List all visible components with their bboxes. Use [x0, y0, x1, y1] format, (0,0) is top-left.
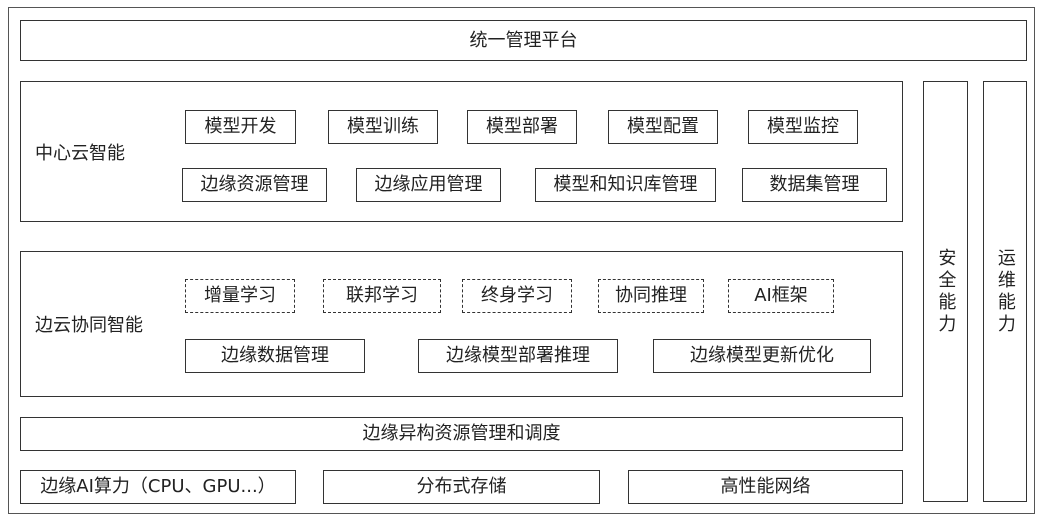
edge-cloud-item-edge-model-deployment-inference: 边缘模型部署推理 — [418, 339, 618, 373]
unified-management-platform-label: 统一管理平台 — [469, 29, 578, 51]
distributed-storage-box: 分布式存储 — [323, 470, 600, 504]
operations-capability-label: 运维能力 — [994, 247, 1016, 336]
edge-cloud-item-label: 联邦学习 — [346, 285, 418, 306]
security-capability-label: 安全能力 — [935, 247, 957, 336]
edge-cloud-collaboration-panel: 边云协同智能 增量学习 联邦学习 终身学习 协同推理 AI框架 边缘数据管理 边… — [20, 251, 903, 397]
center-cloud-item-label: 模型部署 — [486, 116, 558, 137]
center-cloud-item-label: 边缘应用管理 — [374, 174, 483, 195]
edge-cloud-item-label: 终身学习 — [481, 285, 553, 306]
edge-cloud-item-collaborative-inference: 协同推理 — [598, 279, 704, 313]
edge-cloud-title: 边云协同智能 — [35, 315, 143, 336]
edge-cloud-item-incremental-learning: 增量学习 — [185, 279, 295, 313]
center-cloud-item-label: 模型训练 — [347, 116, 419, 137]
center-cloud-item-dataset-management: 数据集管理 — [742, 168, 887, 202]
edge-cloud-item-label: 协同推理 — [615, 285, 687, 306]
center-cloud-item-edge-application-management: 边缘应用管理 — [356, 168, 501, 202]
center-cloud-item-model-configuration: 模型配置 — [608, 110, 718, 144]
center-cloud-item-label: 模型监控 — [767, 116, 839, 137]
edge-cloud-item-label: 边缘模型更新优化 — [690, 345, 834, 366]
center-cloud-item-model-knowledge-management: 模型和知识库管理 — [535, 168, 716, 202]
edge-hetero-resource-scheduling-label: 边缘异构资源管理和调度 — [362, 423, 561, 444]
edge-cloud-item-edge-model-update-optimization: 边缘模型更新优化 — [653, 339, 871, 373]
center-cloud-item-model-monitoring: 模型监控 — [748, 110, 858, 144]
edge-hetero-resource-scheduling-box: 边缘异构资源管理和调度 — [20, 417, 903, 451]
security-capability-panel: 安全能力 — [923, 81, 968, 502]
edge-cloud-item-edge-data-management: 边缘数据管理 — [185, 339, 365, 373]
edge-cloud-item-ai-framework: AI框架 — [728, 279, 834, 313]
edge-cloud-item-label: 增量学习 — [204, 285, 276, 306]
center-cloud-item-model-deployment: 模型部署 — [467, 110, 577, 144]
edge-ai-compute-box: 边缘AI算力（CPU、GPU...） — [20, 470, 296, 504]
center-cloud-item-label: 数据集管理 — [769, 174, 860, 195]
center-cloud-item-label: 模型和知识库管理 — [553, 174, 698, 195]
center-cloud-item-model-development: 模型开发 — [185, 110, 296, 144]
distributed-storage-label: 分布式存储 — [416, 476, 507, 497]
high-performance-network-label: 高性能网络 — [720, 476, 811, 497]
edge-cloud-item-label: 边缘数据管理 — [221, 345, 329, 366]
high-performance-network-box: 高性能网络 — [628, 470, 903, 504]
edge-cloud-item-lifelong-learning: 终身学习 — [462, 279, 572, 313]
center-cloud-item-model-training: 模型训练 — [328, 110, 438, 144]
edge-cloud-item-federated-learning: 联邦学习 — [323, 279, 441, 313]
center-cloud-item-edge-resource-management: 边缘资源管理 — [182, 168, 327, 202]
center-cloud-item-label: 边缘资源管理 — [200, 174, 309, 195]
center-cloud-intelligence-panel: 中心云智能 模型开发 模型训练 模型部署 模型配置 模型监控 边缘资源管理 边缘… — [20, 81, 903, 222]
operations-capability-panel: 运维能力 — [983, 81, 1027, 502]
unified-management-platform-box: 统一管理平台 — [20, 20, 1027, 61]
edge-cloud-item-label: 边缘模型部署推理 — [446, 345, 590, 366]
center-cloud-item-label: 模型开发 — [204, 116, 277, 137]
center-cloud-item-label: 模型配置 — [627, 116, 699, 137]
edge-ai-compute-label: 边缘AI算力（CPU、GPU...） — [40, 476, 276, 497]
edge-cloud-item-label: AI框架 — [754, 285, 808, 306]
center-cloud-title: 中心云智能 — [35, 143, 125, 164]
